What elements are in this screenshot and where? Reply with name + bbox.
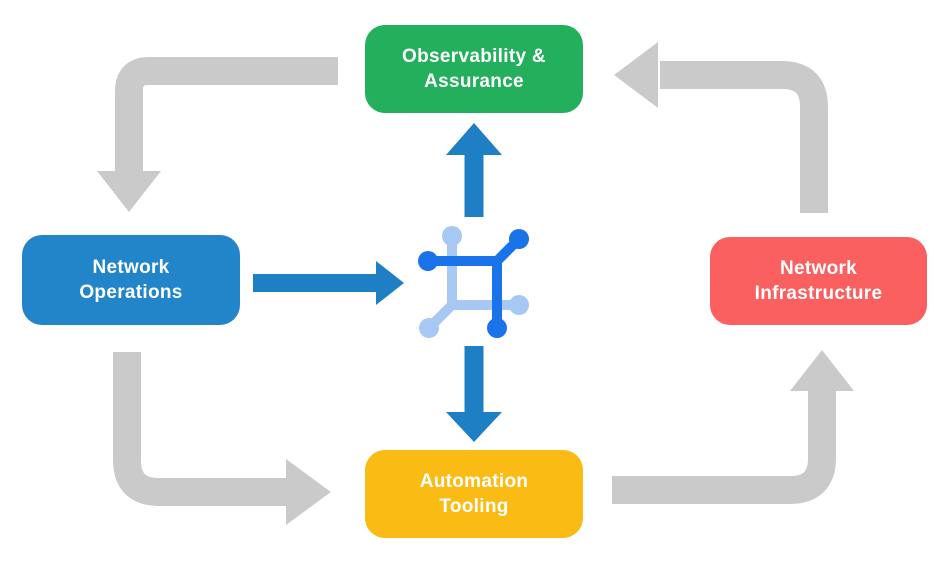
- icon-node-dot-bottom: [487, 318, 507, 338]
- arrow-head-right: [286, 459, 331, 525]
- arrow-head-down: [97, 171, 161, 212]
- arrow-infrastructure-to-observability: [614, 42, 828, 213]
- node-label-line: Tooling: [439, 496, 509, 517]
- node-label-line: Operations: [79, 282, 183, 303]
- node-label-line: Network: [92, 257, 170, 278]
- icon-node-dot-bottomleft: [419, 318, 439, 338]
- node-label-line: Infrastructure: [754, 283, 883, 304]
- arrow-head-up: [446, 123, 502, 155]
- node-network-operations: Network Operations: [22, 235, 240, 325]
- arrow-shaft: [115, 57, 338, 173]
- arrow-head-down: [446, 412, 502, 442]
- node-label-line: Network: [779, 258, 858, 279]
- node-network-infrastructure: Network Infrastructure: [710, 237, 927, 325]
- icon-node-dot-topright: [509, 229, 529, 249]
- arrow-observability-to-operations: [97, 57, 338, 212]
- arrow-shaft: [660, 61, 828, 213]
- icon-node-dot-left: [418, 251, 438, 271]
- node-label-line: Observability &: [402, 46, 546, 67]
- arrow-head-up: [790, 350, 854, 391]
- node-label-line: Assurance: [424, 71, 524, 92]
- arrow-operations-to-center: [253, 261, 404, 305]
- connected-network-icon: [418, 226, 529, 338]
- arrow-shaft: [612, 390, 836, 504]
- arrow-automation-to-infrastructure: [612, 350, 854, 504]
- arrow-center-to-automation: [446, 346, 502, 442]
- node-observability-assurance: Observability & Assurance: [365, 25, 583, 113]
- arrow-head-right: [376, 261, 404, 305]
- arrow-operations-to-automation: [113, 352, 331, 525]
- node-label-line: Automation: [419, 471, 529, 492]
- arrow-center-to-observability: [446, 123, 502, 217]
- arrow-shaft: [113, 352, 288, 506]
- icon-node-dot-right: [509, 295, 529, 315]
- arrow-head-left: [614, 42, 658, 108]
- icon-node-dot-top: [442, 226, 462, 246]
- node-automation-tooling: Automation Tooling: [365, 450, 583, 538]
